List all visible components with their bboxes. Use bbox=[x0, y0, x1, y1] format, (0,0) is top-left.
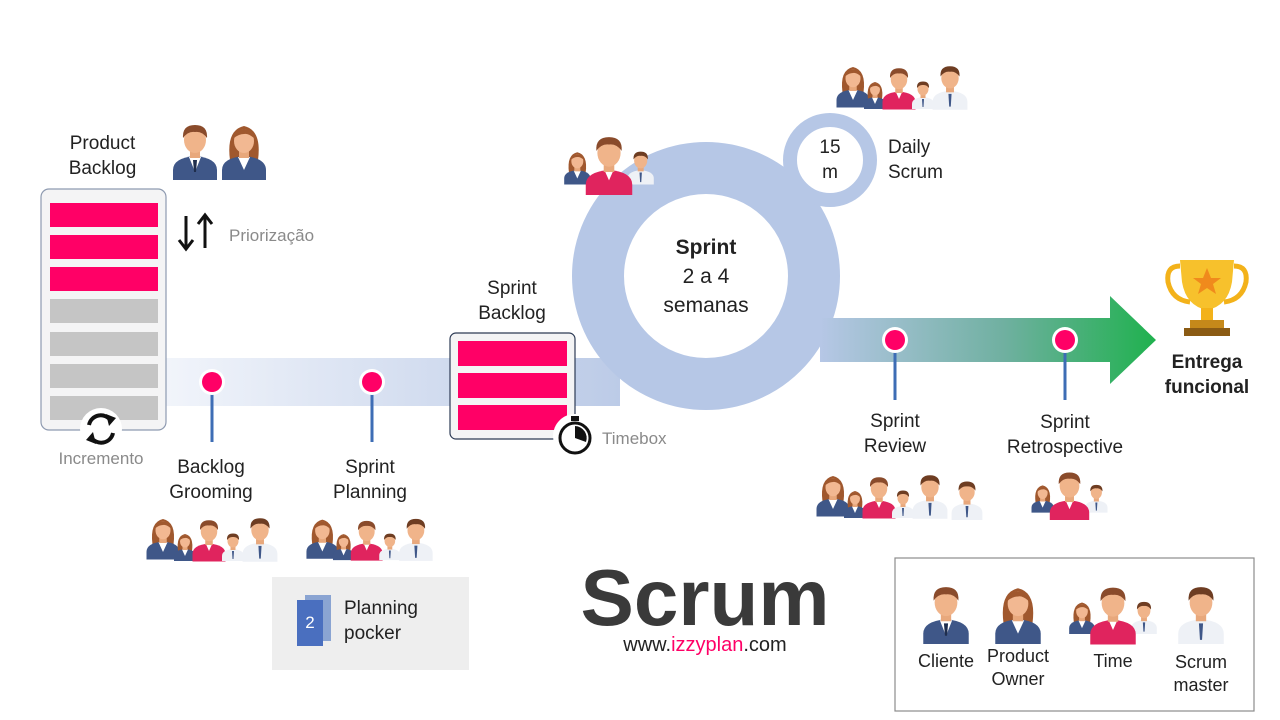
backlog-item bbox=[50, 364, 158, 388]
stopwatch-icon bbox=[553, 414, 597, 458]
grooming-group-icon bbox=[145, 512, 285, 562]
sprint-center-label: Sprint 2 a 4 semanas bbox=[663, 236, 749, 317]
daily-team-icon bbox=[835, 60, 975, 110]
daily-scrum-ring bbox=[783, 113, 877, 207]
team-icon bbox=[563, 130, 655, 195]
retrospective-group-icon bbox=[1022, 468, 1117, 520]
event-marker-planning bbox=[359, 369, 385, 442]
sort-arrows-icon bbox=[177, 212, 214, 252]
delivery-arrow bbox=[820, 296, 1156, 384]
event-marker-retrospective bbox=[1052, 327, 1078, 400]
client-icon bbox=[923, 587, 969, 644]
card-number: 2 bbox=[305, 613, 315, 632]
backlog-item bbox=[50, 332, 158, 356]
sprint-backlog-item bbox=[458, 373, 567, 398]
brand-url[interactable]: www.izzyplan.com bbox=[623, 634, 787, 656]
event-marker-review bbox=[882, 327, 908, 400]
legend-cliente: Cliente bbox=[917, 651, 975, 671]
review-group-icon bbox=[815, 468, 983, 520]
sprint-backlog-item bbox=[458, 405, 567, 430]
backlog-item-priority bbox=[50, 235, 158, 259]
trophy-icon bbox=[1165, 260, 1249, 336]
backlog-item-priority bbox=[50, 203, 158, 227]
brand-title: Scrum bbox=[580, 553, 830, 642]
product-owner-client-icon bbox=[173, 125, 266, 180]
scrum-master-icon bbox=[1178, 587, 1224, 644]
product-owner-icon bbox=[995, 588, 1041, 644]
team-legend-icon bbox=[1068, 580, 1158, 645]
priorization-label: Priorização bbox=[229, 226, 315, 245]
legend-time: Time bbox=[1093, 651, 1133, 671]
timebox-label: Timebox bbox=[602, 429, 667, 448]
card-icon bbox=[297, 595, 331, 646]
backlog-item-priority bbox=[50, 267, 158, 291]
backlog-item bbox=[50, 299, 158, 323]
planning-group-icon bbox=[305, 512, 440, 562]
sprint-ring bbox=[572, 142, 840, 410]
event-marker-grooming bbox=[199, 369, 225, 442]
increment-label: Incremento bbox=[58, 449, 144, 468]
refresh-icon bbox=[80, 408, 122, 450]
sprint-backlog-item bbox=[458, 341, 567, 366]
